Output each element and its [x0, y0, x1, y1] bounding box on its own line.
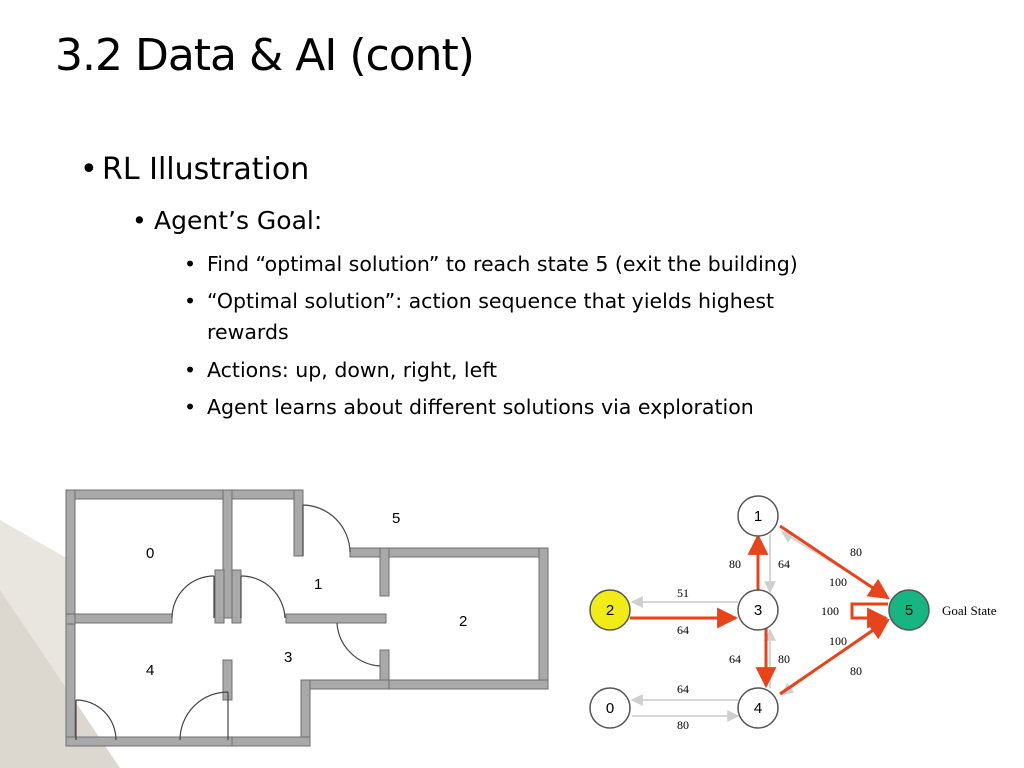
room-label-1: 1 — [314, 576, 322, 593]
edge-label: 100 — [829, 575, 847, 589]
edge-label: 80 — [677, 718, 689, 732]
edge-label: 80 — [850, 545, 862, 559]
node-label-3: 3 — [754, 602, 762, 619]
edge-1-5-optimal — [779, 524, 890, 600]
bullet-level-3-continuation: rewards — [207, 320, 289, 344]
bullet-level-3: •Find “optimal solution” to reach state … — [184, 252, 798, 276]
edge-label: 64 — [729, 652, 741, 666]
node-label-4: 4 — [754, 700, 762, 717]
state-graph: 1 2 3 5 0 4 Goal State 80 64 80 100 51 6… — [589, 495, 997, 732]
node-label-2: 2 — [606, 602, 614, 619]
edge-label: 64 — [677, 623, 689, 637]
floor-plan: 0 1 2 3 4 5 — [65, 489, 549, 747]
node-label-1: 1 — [754, 508, 762, 525]
node-label-0: 0 — [606, 700, 614, 717]
edge-label: 51 — [677, 586, 689, 600]
bullet-level-1: •RL Illustration — [80, 152, 310, 187]
slide-title: 3.2 Data & AI (cont) — [55, 30, 475, 81]
node-label-5: 5 — [905, 602, 913, 619]
room-label-5: 5 — [392, 510, 400, 527]
state-node-2 — [589, 589, 631, 631]
room-label-2: 2 — [459, 613, 467, 630]
room-label-4: 4 — [146, 662, 154, 679]
state-node-5 — [888, 589, 930, 631]
room-label-0: 0 — [146, 545, 154, 562]
edge-label: 80 — [778, 652, 790, 666]
state-node-0 — [589, 687, 631, 729]
edge-label: 100 — [821, 604, 839, 618]
edge-label: 64 — [677, 682, 689, 696]
state-node-3 — [737, 589, 779, 631]
room-label-3: 3 — [284, 649, 292, 666]
edge-5-5-self-loop — [850, 602, 889, 629]
edge-4-5-optimal — [779, 618, 890, 696]
edge-label: 64 — [778, 557, 790, 571]
bullet-level-3: •Actions: up, down, right, left — [184, 358, 498, 382]
bullet-level-2: •Agent’s Goal: — [132, 206, 323, 235]
edge-label: 80 — [729, 557, 741, 571]
state-node-1 — [737, 495, 779, 537]
goal-state-label: Goal State — [942, 603, 997, 618]
bullet-level-3: •“Optimal solution”: action sequence tha… — [184, 289, 775, 313]
bullet-level-3: •Agent learns about different solutions … — [184, 395, 754, 419]
edge-label: 100 — [829, 634, 847, 648]
edge-label: 80 — [850, 664, 862, 678]
state-node-4 — [737, 687, 779, 729]
